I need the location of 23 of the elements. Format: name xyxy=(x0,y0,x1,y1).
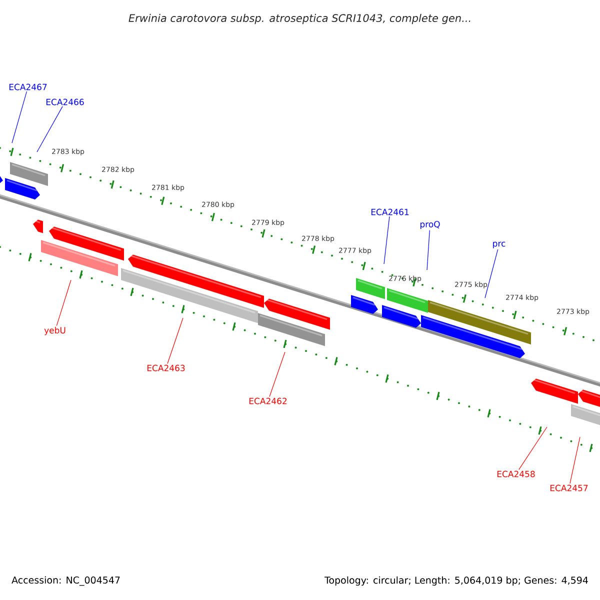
footer-text: Topology: circular; Length: 5,064,019 bp; Genes: 4,594 xyxy=(324,576,588,586)
gene-label: proQ xyxy=(420,220,440,230)
title: Erwinia carotovora subsp. atroseptica SCRI1043, complete gen... xyxy=(128,14,470,24)
gene-label: prc xyxy=(493,242,506,248)
gene-label: ECA2462 xyxy=(249,398,287,404)
leader-line xyxy=(484,249,498,298)
leader-line xyxy=(12,91,28,144)
leader-line xyxy=(56,280,72,326)
footer-text: Accession: NC_004547 xyxy=(12,576,120,586)
gene-label: ECA2457 xyxy=(550,484,588,492)
gene-label: ECA2458 xyxy=(497,470,535,478)
leader-line xyxy=(518,426,548,470)
gene-label: ECA2463 xyxy=(147,364,185,372)
leader-line xyxy=(426,230,430,270)
leader-line xyxy=(269,352,286,397)
leader-line xyxy=(167,318,184,364)
gene-label: ECA2467 xyxy=(9,84,47,90)
leader-line xyxy=(570,436,580,484)
gene-label: ECA2466 xyxy=(46,98,84,106)
leader-line xyxy=(384,216,390,264)
leader-line xyxy=(36,106,63,152)
gene-label: ECA2461 xyxy=(371,208,409,216)
gene-label: yebU xyxy=(44,326,66,336)
